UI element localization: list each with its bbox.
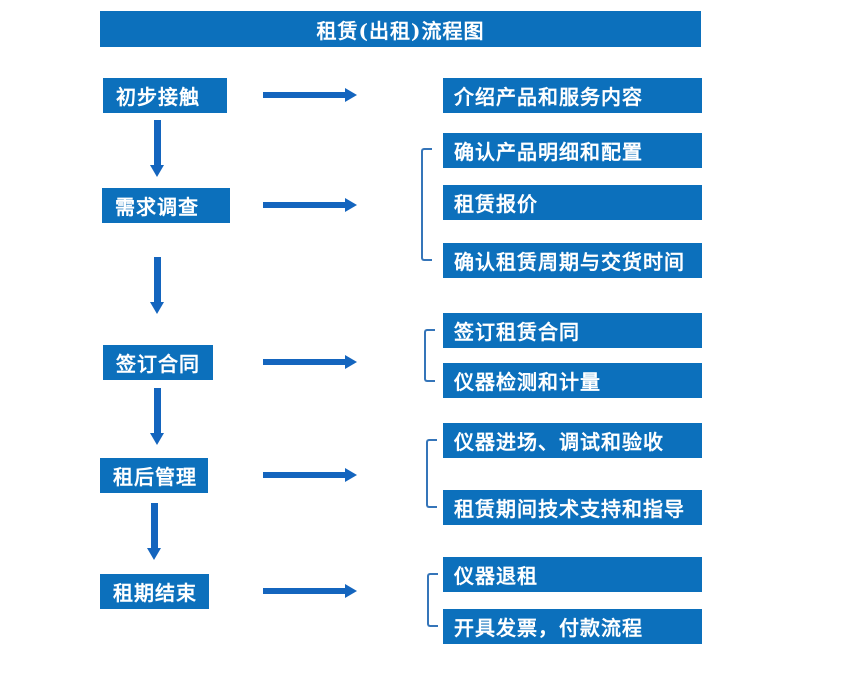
detail-box-confirm-period: 确认租赁周期与交货时间 xyxy=(443,243,702,278)
detail-box-sign-rental-contract: 签订租赁合同 xyxy=(443,313,702,348)
down-arrow-icon xyxy=(150,257,165,314)
detail-label: 介绍产品和服务内容 xyxy=(454,85,643,109)
step-label: 租后管理 xyxy=(113,465,197,489)
detail-box-rental-quote: 租赁报价 xyxy=(443,185,702,220)
detail-box-instrument-testing: 仪器检测和计量 xyxy=(443,363,702,398)
step-box-rental-end: 租期结束 xyxy=(100,574,209,609)
step-box-post-rental-mgmt: 租后管理 xyxy=(100,458,208,493)
detail-label: 租赁期间技术支持和指导 xyxy=(454,497,685,521)
down-arrow-icon xyxy=(150,120,165,177)
detail-box-instrument-setup: 仪器进场、调试和验收 xyxy=(443,423,702,458)
down-arrow-icon xyxy=(147,503,162,560)
flowchart-title: 租赁(出租)流程图 xyxy=(316,18,485,43)
step-box-demand-survey: 需求调查 xyxy=(102,188,230,223)
detail-label: 开具发票，付款流程 xyxy=(454,616,643,640)
group-bracket-icon xyxy=(421,148,432,261)
down-arrow-icon xyxy=(150,388,165,445)
right-arrow-icon xyxy=(263,198,357,212)
step-label: 签订合同 xyxy=(116,352,200,376)
detail-box-tech-support: 租赁期间技术支持和指导 xyxy=(443,490,702,525)
step-box-initial-contact: 初步接触 xyxy=(103,78,227,113)
detail-box-instrument-return: 仪器退租 xyxy=(443,557,702,592)
flowchart-title-bar: 租赁(出租)流程图 xyxy=(100,11,701,47)
step-box-sign-contract: 签订合同 xyxy=(103,345,213,380)
group-bracket-icon xyxy=(424,329,435,382)
detail-label: 租赁报价 xyxy=(454,192,538,216)
detail-label: 确认产品明细和配置 xyxy=(454,140,643,164)
right-arrow-icon xyxy=(263,88,357,102)
right-arrow-icon xyxy=(263,355,357,369)
right-arrow-icon xyxy=(263,468,357,482)
detail-label: 签订租赁合同 xyxy=(454,320,580,344)
detail-box-introduce-products: 介绍产品和服务内容 xyxy=(443,78,702,113)
detail-label: 仪器进场、调试和验收 xyxy=(454,430,664,454)
detail-box-confirm-product-spec: 确认产品明细和配置 xyxy=(443,133,702,168)
detail-label: 仪器退租 xyxy=(454,564,538,588)
detail-label: 确认租赁周期与交货时间 xyxy=(454,250,685,274)
group-bracket-icon xyxy=(426,439,437,508)
step-label: 租期结束 xyxy=(113,581,197,605)
detail-box-invoice-payment: 开具发票，付款流程 xyxy=(443,609,702,644)
right-arrow-icon xyxy=(263,584,357,598)
step-label: 需求调查 xyxy=(115,195,199,219)
detail-label: 仪器检测和计量 xyxy=(454,370,601,394)
step-label: 初步接触 xyxy=(116,85,200,109)
group-bracket-icon xyxy=(427,573,438,627)
